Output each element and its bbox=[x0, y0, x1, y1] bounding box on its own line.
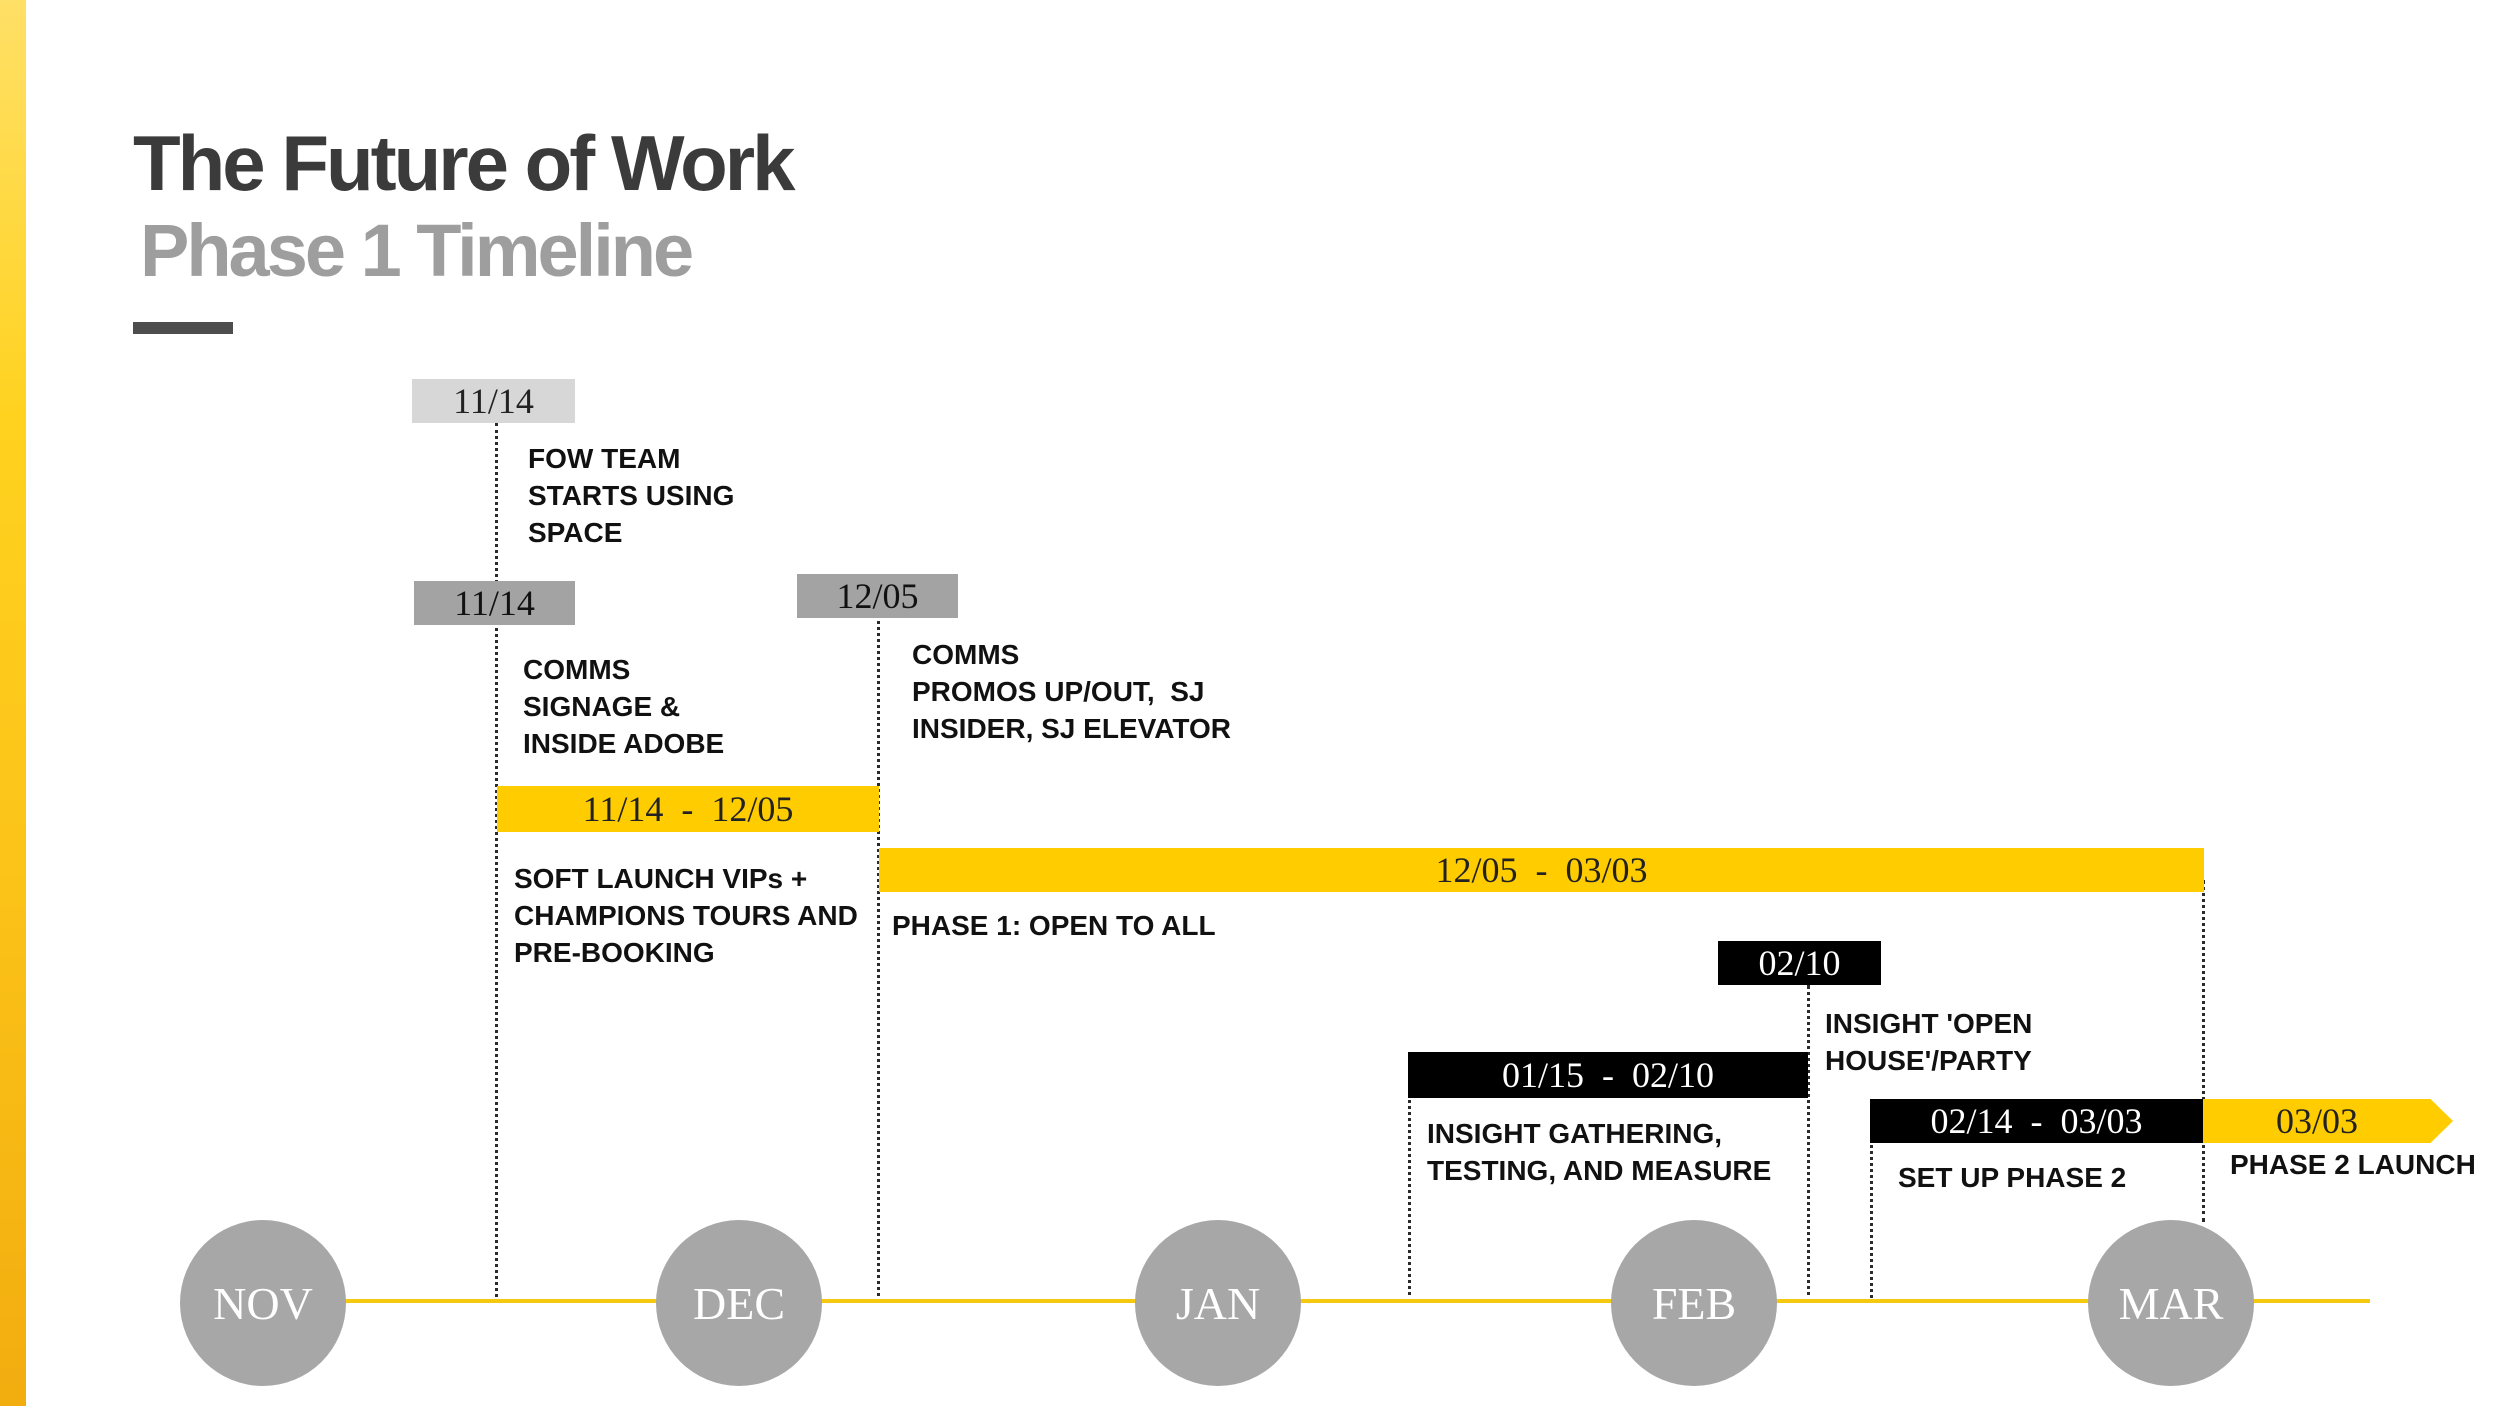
month-circle-nov: NOV bbox=[180, 1220, 346, 1386]
event-date-fow-team: 11/14 bbox=[412, 379, 575, 423]
event-desc-comms-promos: COMMS PROMOS UP/OUT, SJ INSIDER, SJ ELEV… bbox=[912, 639, 1231, 744]
connector-03-03 bbox=[2202, 880, 2205, 1222]
month-circle-jan: JAN bbox=[1135, 1220, 1301, 1386]
event-desc-soft-launch: SOFT LAUNCH VIPs + CHAMPIONS TOURS AND P… bbox=[514, 863, 858, 968]
event-bar-phase-1: 12/05 - 03/03 bbox=[879, 848, 2204, 892]
event-desc-setup-phase-2: SET UP PHASE 2 bbox=[1898, 1162, 2127, 1193]
connector-11-14 bbox=[495, 423, 498, 1303]
event-date-open-house: 02/10 bbox=[1718, 941, 1881, 985]
connector-02-10 bbox=[1807, 985, 1810, 1303]
event-desc-insight-gathering: INSIGHT GATHERING, TESTING, AND MEASURE bbox=[1427, 1118, 1772, 1186]
event-date-comms-promos: 12/05 bbox=[797, 574, 958, 618]
page-title: The Future of Work bbox=[133, 119, 796, 207]
month-circle-dec: DEC bbox=[656, 1220, 822, 1386]
connector-02-14 bbox=[1870, 1140, 1873, 1303]
event-desc-open-house: INSIGHT 'OPEN HOUSE'/PARTY bbox=[1825, 1008, 2033, 1076]
event-desc-phase-1: PHASE 1: OPEN TO ALL bbox=[892, 910, 1216, 941]
left-accent-stripe bbox=[0, 0, 26, 1406]
title-underline bbox=[133, 322, 233, 334]
event-desc-comms-signage: COMMS SIGNAGE & INSIDE ADOBE bbox=[523, 654, 725, 759]
event-desc-phase-2-launch: PHASE 2 LAUNCH bbox=[2230, 1149, 2476, 1180]
month-circle-feb: FEB bbox=[1611, 1220, 1777, 1386]
event-date-comms-signage: 11/14 bbox=[414, 581, 575, 625]
event-bar-setup-phase-2: 02/14 - 03/03 bbox=[1870, 1099, 2203, 1143]
event-bar-soft-launch: 11/14 - 12/05 bbox=[497, 786, 879, 832]
page-subtitle: Phase 1 Timeline bbox=[140, 209, 694, 292]
event-arrow-phase-2-launch: 03/03 bbox=[2203, 1099, 2453, 1143]
connector-12-05 bbox=[877, 614, 880, 1303]
month-circle-mar: MAR bbox=[2088, 1220, 2254, 1386]
event-desc-fow-team: FOW TEAM STARTS USING SPACE bbox=[528, 443, 735, 548]
event-bar-insight-gathering: 01/15 - 02/10 bbox=[1408, 1052, 1808, 1098]
connector-01-15 bbox=[1408, 1093, 1411, 1303]
